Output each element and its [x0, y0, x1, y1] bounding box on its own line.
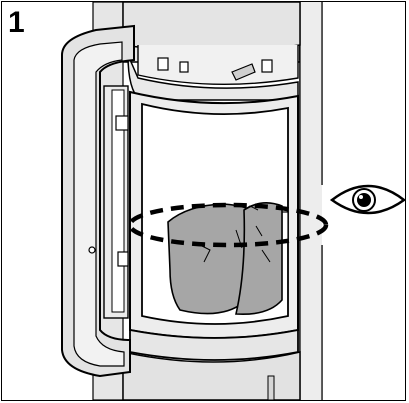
step-number: 1 [8, 6, 25, 39]
bottom-section [122, 328, 301, 401]
open-door [61, 24, 135, 378]
viewing-area-indicator [127, 202, 329, 248]
firewood-logs [167, 202, 283, 316]
stove-body-right [299, 2, 323, 400]
eye-icon [329, 184, 407, 215]
top-section [122, 1, 301, 101]
